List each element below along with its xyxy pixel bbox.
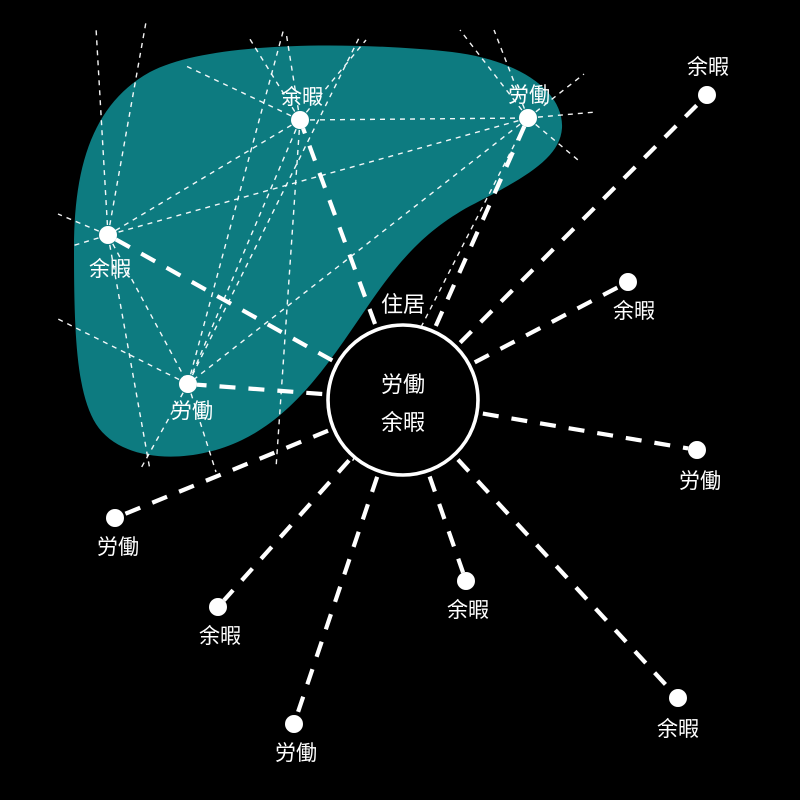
- zone-edge-stub: [107, 21, 147, 236]
- zone-link: [187, 117, 529, 385]
- network-node[interactable]: [688, 441, 706, 459]
- zone-link: [107, 119, 301, 236]
- network-node-label: 労働: [171, 399, 213, 423]
- network-node-label: 余暇: [687, 55, 729, 79]
- hub-spoke-link: [196, 382, 323, 397]
- zone-link: [107, 117, 529, 236]
- zone-edge-stub: [139, 383, 189, 471]
- network-node[interactable]: [519, 109, 537, 127]
- network-node-label: 労働: [679, 469, 721, 493]
- zone-link: [187, 119, 301, 385]
- network-node-label: 労働: [508, 83, 550, 107]
- zone-edge-stub: [275, 119, 301, 469]
- hub-spoke-link: [433, 125, 527, 327]
- network-node[interactable]: [106, 509, 124, 527]
- network-node-label: 余暇: [89, 257, 131, 281]
- zone-edge-stub: [55, 317, 189, 385]
- network-node[interactable]: [285, 715, 303, 733]
- hub-spoke-link: [482, 411, 689, 451]
- hub-label-line-2: 余暇: [381, 411, 425, 436]
- zone-edge-stub: [71, 234, 109, 247]
- zone-edge-stub: [299, 39, 367, 121]
- hub-spoke-link: [122, 428, 329, 517]
- network-node[interactable]: [209, 598, 227, 616]
- hub-spoke-link: [294, 476, 380, 717]
- node-label-group: 余暇労働余暇労働余暇余暇労働余暇余暇労働余暇労働: [89, 55, 729, 765]
- hub-label-line-1: 労働: [381, 373, 425, 398]
- zone-edge-stub: [95, 27, 109, 236]
- spoke-link-group: [114, 99, 703, 717]
- network-node-label: 余暇: [657, 717, 699, 741]
- hub-outer-label: 住居: [381, 293, 425, 318]
- network-node-label: 余暇: [447, 598, 489, 622]
- network-node[interactable]: [179, 375, 197, 393]
- zone-edge-stub: [527, 73, 585, 119]
- zone-link: [107, 234, 189, 385]
- central-hub-circle[interactable]: [326, 323, 480, 477]
- network-node[interactable]: [291, 111, 309, 129]
- node-group: [99, 86, 716, 733]
- network-node-label: 余暇: [199, 624, 241, 648]
- zone-link: [299, 117, 529, 121]
- hub-spoke-link: [222, 458, 351, 602]
- zone-edge-stub: [527, 117, 579, 161]
- zone-edge-stub: [185, 65, 301, 121]
- zone-edge-stub: [187, 27, 285, 385]
- network-node-label: 余暇: [613, 299, 655, 323]
- network-node[interactable]: [698, 86, 716, 104]
- zone-edge-stub: [187, 35, 361, 385]
- network-node-label: 余暇: [281, 85, 323, 109]
- zone-edge-stub: [527, 111, 597, 119]
- network-node[interactable]: [669, 689, 687, 707]
- hub-spoke-link: [473, 284, 622, 365]
- zone-edge-stub: [459, 29, 529, 119]
- zone-edge-stub: [247, 35, 301, 121]
- network-node-label: 労働: [275, 741, 317, 765]
- network-node[interactable]: [619, 273, 637, 291]
- hub-spoke-link: [427, 475, 466, 574]
- hub-spoke-link: [456, 458, 674, 693]
- network-node-label: 労働: [97, 535, 139, 559]
- network-node[interactable]: [457, 572, 475, 590]
- hub-spoke-link: [301, 127, 378, 325]
- zone-edge-stub: [285, 31, 301, 121]
- inner-link-group: [55, 21, 597, 473]
- hub-spoke-link: [114, 237, 334, 363]
- network-node[interactable]: [99, 226, 117, 244]
